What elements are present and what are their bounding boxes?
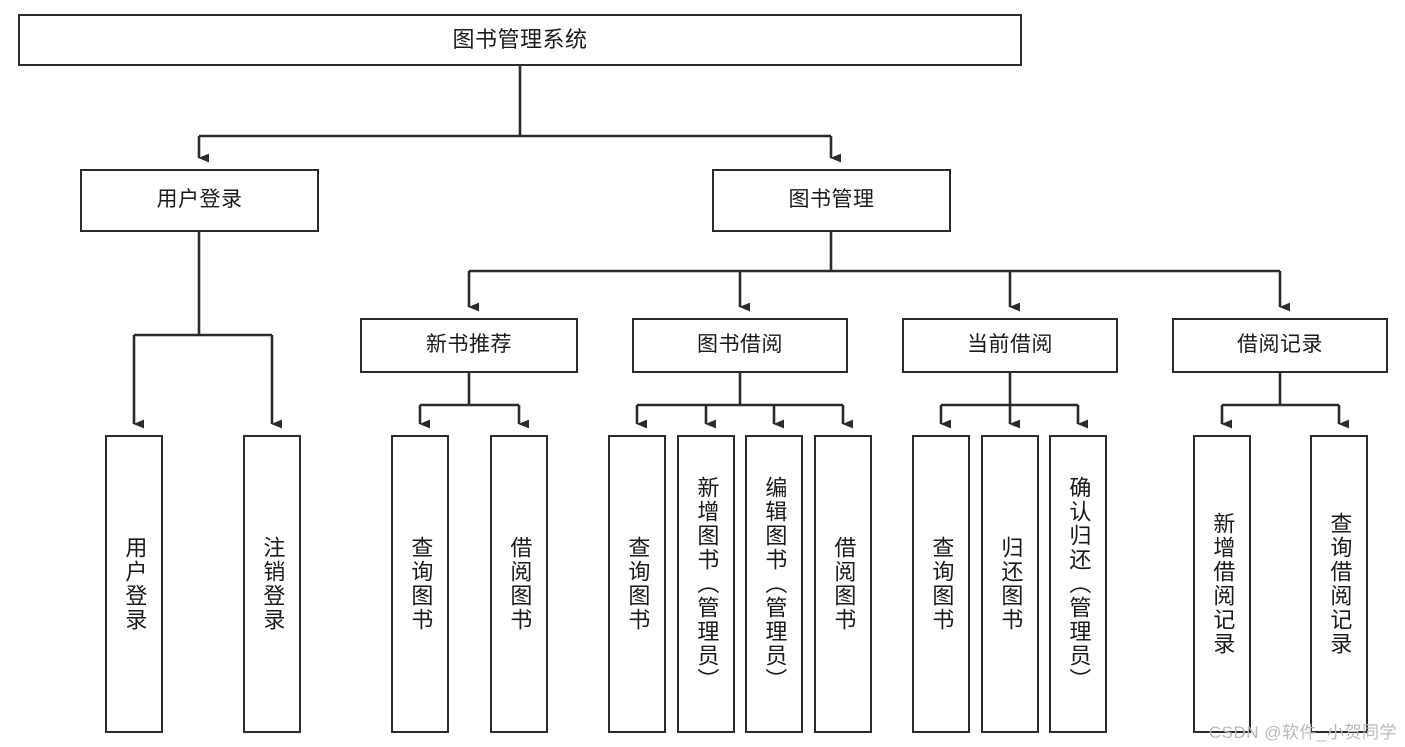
node-label: 图书借阅 [697,333,783,357]
node-label: 新增借阅记录 [1210,512,1236,656]
node-label: 借阅记录 [1237,333,1323,357]
node-label: 确认归还（管理员） [1066,476,1092,692]
node-label: 图书管理 [788,188,875,212]
node-label: 新增图书（管理员） [694,476,720,692]
node-label: 用户登录 [156,188,243,212]
leaf-user-login[interactable]: 用户登录 [105,435,163,733]
node-label: 借阅图书 [507,536,533,632]
leaf-confirm-return-admin[interactable]: 确认归还（管理员） [1049,435,1107,733]
node-label: 图书管理系统 [452,27,588,53]
node-label: 注销登录 [260,536,286,632]
node-current-borrowing[interactable]: 当前借阅 [902,318,1118,373]
node-label: 用户登录 [122,536,148,632]
leaf-return-books[interactable]: 归还图书 [981,435,1039,733]
leaf-query-books-borrowing[interactable]: 查询图书 [608,435,666,733]
leaf-borrow-books-recommend[interactable]: 借阅图书 [490,435,548,733]
node-book-management[interactable]: 图书管理 [712,169,951,232]
node-label: 新书推荐 [426,333,512,357]
leaf-edit-book-admin[interactable]: 编辑图书（管理员） [745,435,803,733]
node-label: 查询图书 [408,536,434,632]
node-label: 借阅图书 [831,536,857,632]
leaf-add-book-admin[interactable]: 新增图书（管理员） [677,435,735,733]
leaf-query-books-recommend[interactable]: 查询图书 [391,435,449,733]
leaf-logout[interactable]: 注销登录 [243,435,301,733]
node-book-borrowing[interactable]: 图书借阅 [632,318,848,373]
node-label: 归还图书 [998,536,1024,632]
leaf-query-books-current[interactable]: 查询图书 [912,435,970,733]
node-label: 查询借阅记录 [1327,512,1353,656]
leaf-borrow-books[interactable]: 借阅图书 [814,435,872,733]
csdn-watermark: CSDN @软件_小贺同学 [1208,723,1397,742]
node-label: 当前借阅 [967,333,1053,357]
node-label: 查询图书 [929,536,955,632]
leaf-add-borrowing-record[interactable]: 新增借阅记录 [1193,435,1251,733]
node-root-book-management-system[interactable]: 图书管理系统 [18,14,1022,66]
node-label: 编辑图书（管理员） [762,476,788,692]
node-new-book-recommendation[interactable]: 新书推荐 [360,318,578,373]
node-borrowing-records[interactable]: 借阅记录 [1172,318,1388,373]
node-user-login[interactable]: 用户登录 [80,169,319,232]
node-label: 查询图书 [625,536,651,632]
leaf-query-borrowing-record[interactable]: 查询借阅记录 [1310,435,1368,733]
